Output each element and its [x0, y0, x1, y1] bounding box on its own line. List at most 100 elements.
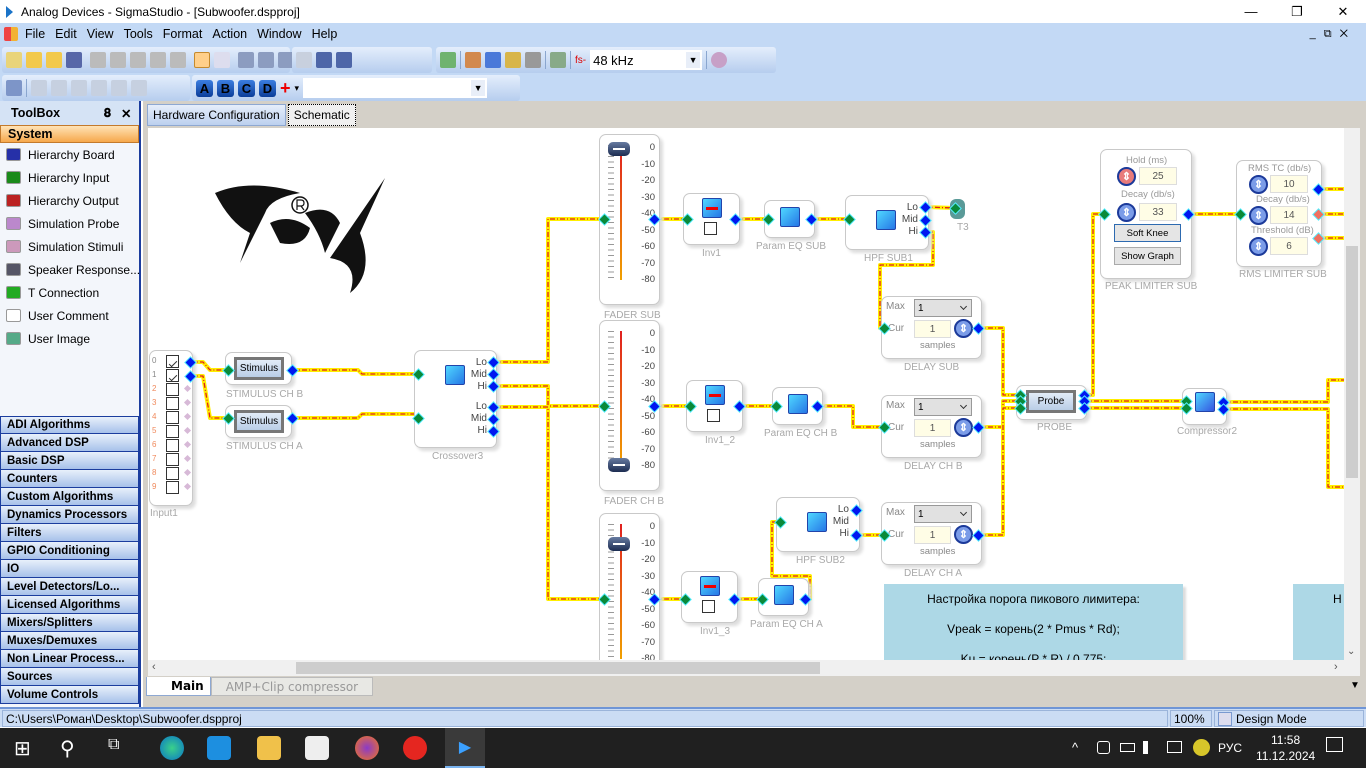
language-indicator[interactable]: РУС [1218, 741, 1243, 755]
hierarchy-icon[interactable] [214, 52, 230, 68]
cut-icon[interactable] [90, 52, 106, 68]
bus-b-button[interactable]: B [217, 79, 234, 97]
copy-icon[interactable] [110, 52, 126, 68]
fader-knob[interactable] [608, 142, 630, 156]
invert-checkbox[interactable] [707, 409, 720, 422]
max-delay-select[interactable]: 1 [914, 398, 972, 416]
inverter-block[interactable] [681, 571, 738, 623]
fader-track[interactable] [620, 331, 622, 466]
camera-icon[interactable] [1097, 741, 1110, 754]
compile-icon[interactable] [440, 52, 456, 68]
sigmastudio-taskbar-icon[interactable]: ▶ [445, 728, 485, 768]
menu-action[interactable]: Action [212, 27, 248, 41]
store-icon[interactable] [305, 736, 329, 760]
menu-edit[interactable]: Edit [55, 27, 77, 41]
channel-checkbox[interactable] [166, 355, 179, 368]
yandex-browser-icon[interactable] [403, 736, 427, 760]
cascade-icon[interactable] [296, 52, 312, 68]
stimulus-ch-b-block[interactable]: Stimulus [225, 352, 292, 385]
wire[interactable] [978, 407, 1020, 536]
view-b-icon[interactable] [258, 52, 274, 68]
wire[interactable] [190, 361, 228, 371]
sample-rate-select[interactable]: 48 kHz▼ [590, 50, 703, 70]
wire[interactable] [1223, 379, 1344, 403]
delay-value[interactable]: 1 [914, 320, 951, 338]
max-delay-select[interactable]: 1 [914, 505, 972, 523]
view-c-icon[interactable] [278, 52, 294, 68]
bus-a-button[interactable]: A [196, 79, 213, 97]
scroll-down-icon[interactable]: ⌄ [1347, 646, 1356, 657]
link-compile-download-icon[interactable] [485, 52, 501, 68]
wire[interactable] [978, 326, 1020, 397]
tab-schematic[interactable]: Schematic [287, 104, 356, 126]
vertical-scrollbar[interactable]: ⌄ [1344, 128, 1360, 676]
start-icon[interactable]: ⊞ [14, 738, 31, 760]
toolbox-category[interactable]: Non Linear Process... [0, 650, 139, 668]
probe-block[interactable]: Probe [1016, 385, 1087, 420]
toolbox-category[interactable]: ADI Algorithms [0, 416, 139, 434]
stimulus-button[interactable]: Stimulus [234, 357, 284, 380]
align-middle-icon[interactable] [111, 80, 127, 96]
param-eq-block[interactable] [758, 578, 809, 616]
tray-app-icon[interactable] [1193, 739, 1210, 756]
probe-button[interactable]: Probe [1026, 390, 1076, 413]
tab-main[interactable]: Main [146, 677, 211, 696]
auto-layout-icon[interactable] [6, 80, 22, 96]
rms-tc-value[interactable]: 10 [1270, 175, 1308, 193]
wire[interactable] [1223, 378, 1344, 404]
stimulus-button[interactable]: Stimulus [234, 410, 284, 433]
scroll-thumb[interactable] [296, 662, 820, 674]
menu-help[interactable]: Help [311, 27, 338, 41]
wire[interactable] [1223, 408, 1344, 488]
toolbox-item[interactable]: T Connection [0, 281, 139, 304]
toolbox-category[interactable]: Basic DSP [0, 452, 139, 470]
search-icon[interactable]: ⚲ [60, 738, 75, 760]
scroll-left-icon[interactable]: ‹ [152, 661, 156, 673]
redo-icon[interactable] [170, 52, 186, 68]
wire[interactable] [292, 369, 418, 375]
close-icon[interactable]: ✕ [121, 106, 132, 121]
wire[interactable] [1223, 407, 1344, 489]
minimize-button[interactable]: — [1244, 4, 1258, 19]
soft-knee-button[interactable]: Soft Knee [1114, 224, 1181, 242]
wire[interactable] [493, 385, 604, 407]
toolbox-category[interactable]: Mixers/Splitters [0, 614, 139, 632]
toolbox-category[interactable]: Muxes/Demuxes [0, 632, 139, 650]
toolbox-item[interactable]: Hierarchy Output [0, 189, 139, 212]
bus-select[interactable]: ▼ [303, 78, 488, 98]
align-center-icon[interactable] [51, 80, 67, 96]
toolbox-category[interactable]: Custom Algorithms [0, 488, 139, 506]
new-icon[interactable] [6, 52, 22, 68]
wire[interactable] [493, 218, 604, 363]
invert-checkbox[interactable] [702, 600, 715, 613]
add-bus-dropdown[interactable]: ▾ [294, 82, 300, 93]
toolbox-item[interactable]: Hierarchy Board [0, 143, 139, 166]
tab-hardware-configuration[interactable]: Hardware Configuration [147, 104, 286, 126]
edge-icon[interactable] [160, 736, 184, 760]
rms-decay-value[interactable]: 14 [1270, 206, 1308, 224]
show-hidden-icons[interactable]: ^ [1072, 740, 1079, 755]
file-explorer-icon[interactable] [257, 736, 281, 760]
open-icon[interactable] [26, 52, 42, 68]
rms-tc-spinner[interactable]: ⇕ [1249, 175, 1268, 194]
toolbox-category[interactable]: Dynamics Processors [0, 506, 139, 524]
wire[interactable] [190, 374, 228, 420]
toolbox-category[interactable]: Advanced DSP [0, 434, 139, 452]
channel-checkbox[interactable] [166, 439, 179, 452]
channel-checkbox[interactable] [166, 369, 179, 382]
wire[interactable] [978, 400, 1020, 428]
toolbox-category[interactable]: Filters [0, 524, 139, 542]
align-bottom-icon[interactable] [131, 80, 147, 96]
toolbox-category[interactable]: IO [0, 560, 139, 578]
channel-checkbox[interactable] [166, 467, 179, 480]
channel-checkbox[interactable] [166, 383, 179, 396]
decay-value[interactable]: 33 [1139, 203, 1177, 221]
category-system[interactable]: System [0, 125, 139, 143]
bus-d-button[interactable]: D [259, 79, 276, 97]
schematic-view-icon[interactable] [194, 52, 210, 68]
toolbox-item[interactable]: User Image [0, 327, 139, 350]
